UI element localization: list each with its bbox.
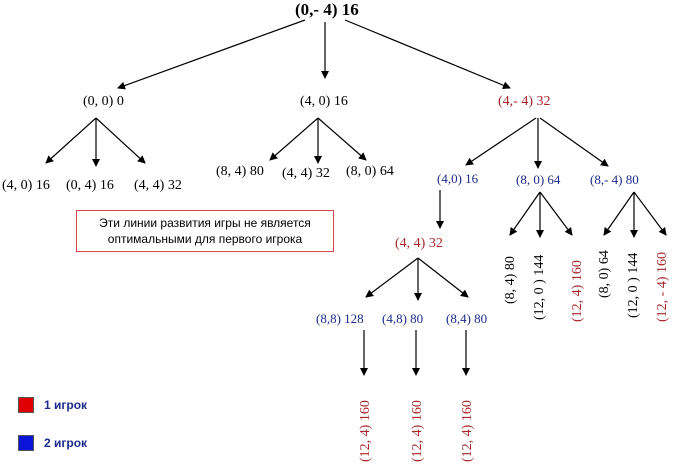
node-l1b: (4, 0) 16 xyxy=(300,94,348,109)
edge-root-l1c xyxy=(344,19,511,90)
edge-l1c-1 xyxy=(465,117,537,166)
edge-l1a-1 xyxy=(45,117,97,164)
node-l4a: (8,8) 128 xyxy=(316,311,364,326)
note-line-2: оптимальными для первого игрока xyxy=(107,232,303,246)
node-l4c: (8,4) 80 xyxy=(446,311,488,326)
edge-l1b-3 xyxy=(317,117,367,161)
edge-l1c-3 xyxy=(539,117,609,167)
legend-swatch-player-1 xyxy=(18,397,34,413)
node-v6: (12, 4) 160 xyxy=(570,260,585,322)
node-v2: (12, 4) 160 xyxy=(410,400,425,462)
node-v4: (8, 4) 80 xyxy=(503,256,518,304)
node-v7: (8, 0) 64 xyxy=(597,250,612,298)
node-l2b1: (8, 4) 80 xyxy=(216,164,264,179)
edge-l3-1 xyxy=(365,257,419,298)
node-v3: (12, 4) 160 xyxy=(460,400,475,462)
edge-l3-3 xyxy=(417,257,469,298)
node-l2a2: (0, 4) 16 xyxy=(66,178,114,193)
legend-label-player-2: 2 игрок xyxy=(44,436,88,450)
node-l1a: (0, 0) 0 xyxy=(83,94,124,109)
node-l1c: (4,- 4) 32 xyxy=(498,94,551,109)
edge-l1b-1 xyxy=(269,117,319,161)
edge-l2c2-1 xyxy=(509,191,541,236)
node-l2c1: (4,0) 16 xyxy=(437,171,479,186)
node-root: (0,- 4) 16 xyxy=(295,0,359,19)
legend-label-player-1: 1 игрок xyxy=(44,398,88,412)
node-v1: (12, 4) 160 xyxy=(358,400,373,462)
edge-l1a-3 xyxy=(95,117,146,164)
node-v8: (12, 0 ) 144 xyxy=(626,252,641,318)
edge-l2c3-3 xyxy=(633,191,667,236)
node-l2c2: (8, 0) 64 xyxy=(516,172,561,187)
node-l2c3: (8,- 4) 80 xyxy=(590,172,639,187)
note-box: Эти линии развития игры не является опти… xyxy=(76,210,334,252)
note-line-1: Эти линии развития игры не является xyxy=(99,216,311,230)
node-l4b: (4,8) 80 xyxy=(382,311,424,326)
edge-l2c2-3 xyxy=(539,191,573,236)
legend-swatch-player-2 xyxy=(18,435,34,451)
edge-l2c3-1 xyxy=(603,191,635,236)
node-v5: (12, 0 ) 144 xyxy=(532,254,547,320)
node-l2a3: (4, 4) 32 xyxy=(134,178,182,193)
node-l2a1: (4, 0) 16 xyxy=(2,178,50,193)
node-l3: (4, 4) 32 xyxy=(395,236,443,251)
node-l2b2: (4, 4) 32 xyxy=(282,166,330,181)
edge-root-l1a xyxy=(117,19,306,90)
node-l2b3: (8, 0) 64 xyxy=(346,164,394,179)
node-v9: (12, - 4) 160 xyxy=(655,252,670,322)
